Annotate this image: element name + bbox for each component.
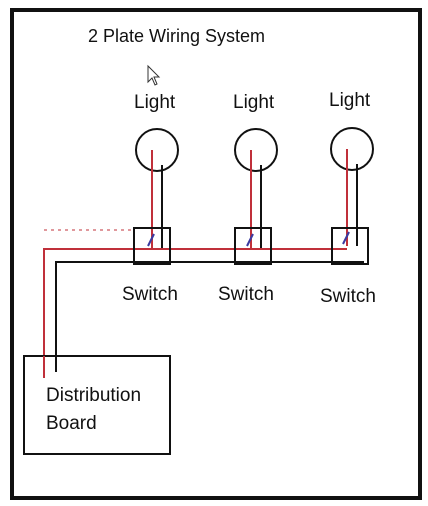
board-label-line2: Board [46, 413, 97, 434]
switch-label-3: Switch [320, 286, 376, 307]
light-label-3: Light [329, 90, 371, 111]
live-wire [43, 248, 347, 362]
light-bulb-1 [135, 128, 179, 172]
switch-label-1: Switch [122, 284, 178, 305]
light-label-1: Light [134, 92, 176, 113]
switch-contacts [147, 231, 350, 247]
light-bulb-2 [234, 128, 278, 172]
switch-box-1 [133, 227, 171, 265]
cursor-icon [147, 64, 161, 86]
light-drops [151, 149, 358, 248]
switch-box-3 [331, 227, 369, 265]
diagram-frame [10, 8, 422, 500]
light-label-2: Light [233, 92, 275, 113]
neutral-wire [55, 261, 364, 362]
distribution-board [23, 355, 171, 455]
switch-box-2 [234, 227, 272, 265]
switch-label-2: Switch [218, 284, 274, 305]
light-bulb-3 [330, 127, 374, 171]
diagram-title: 2 Plate Wiring System [88, 26, 265, 46]
board-label-line1: Distribution [46, 385, 141, 406]
